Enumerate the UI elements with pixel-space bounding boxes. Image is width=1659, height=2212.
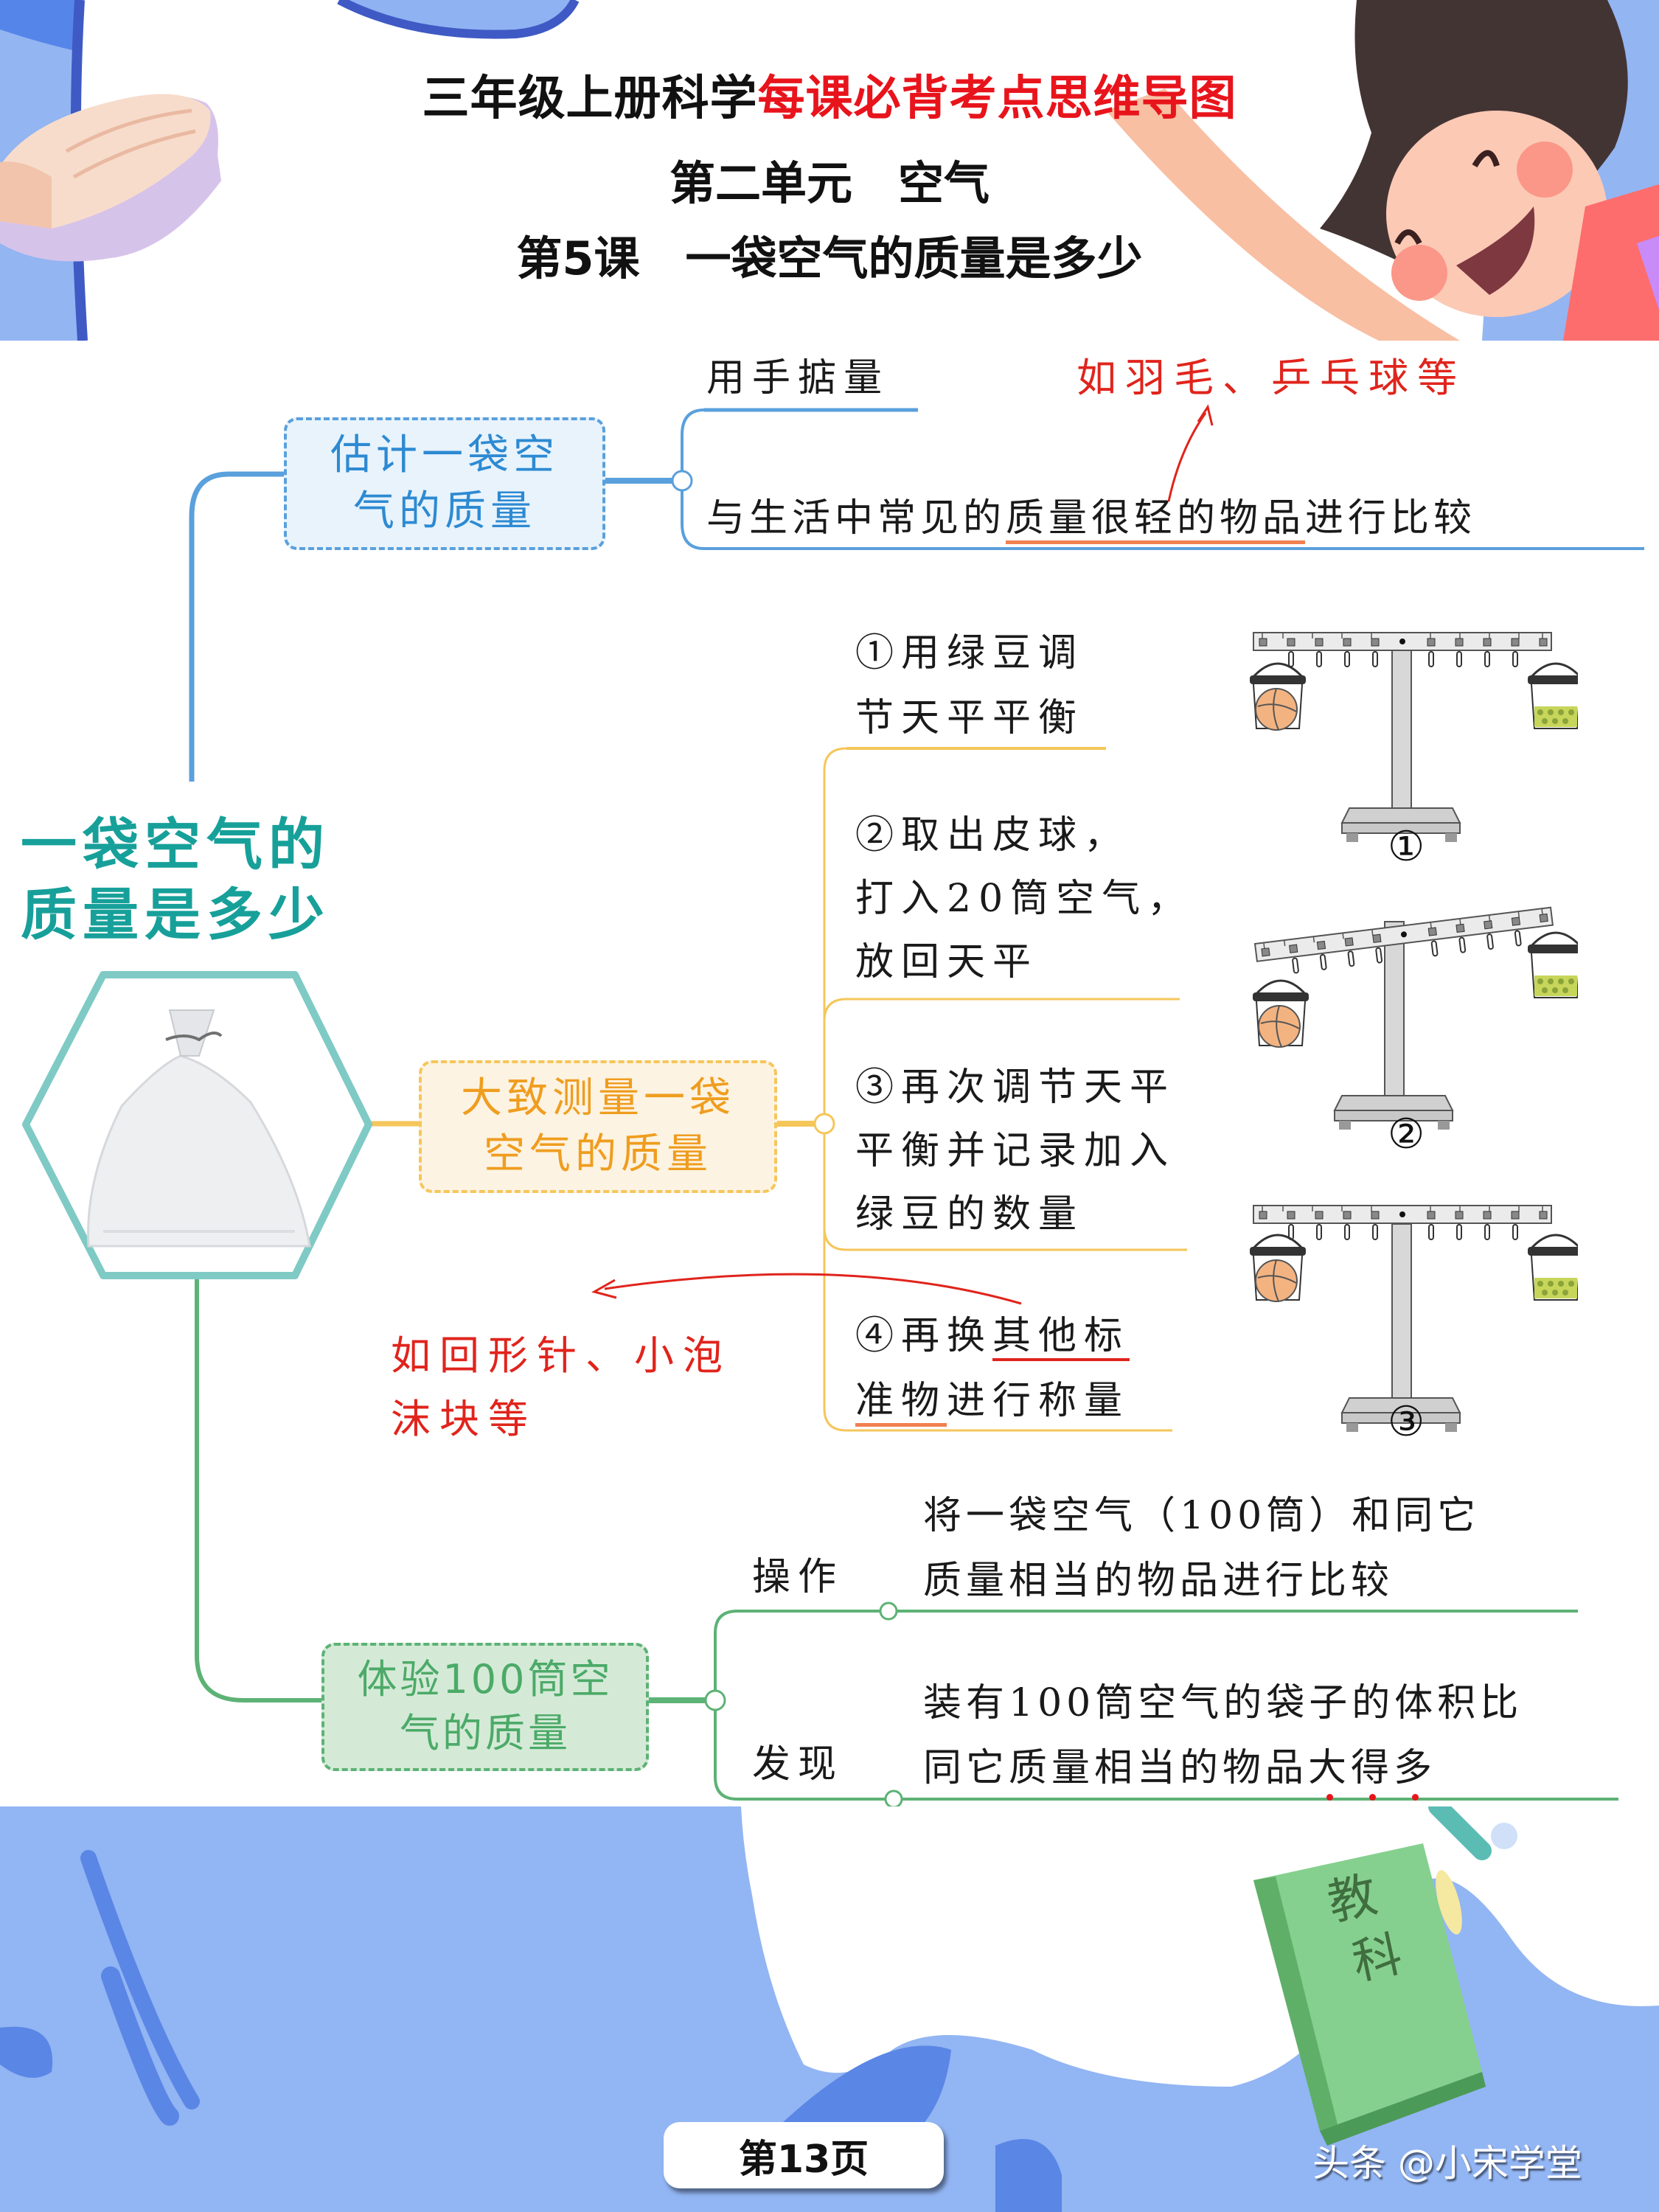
leaf-finding: 装有100筒空气的袋子的体积比 同它质量相当的物品大得多 xyxy=(923,1671,1523,1801)
step-3: ③再次调节天平 平衡并记录加入 绿豆的数量 xyxy=(855,1056,1175,1246)
step-4: ④再换其他标 准物进行称量 xyxy=(855,1304,1130,1433)
step-2-line1: ②取出皮球， xyxy=(855,813,1130,858)
book-label-1: 教 xyxy=(1322,1865,1382,1932)
root-title-line1: 一袋空气的 xyxy=(21,812,330,877)
science-book-icon xyxy=(1253,1843,1486,2146)
step-1: ①用绿豆调 节天平平衡 xyxy=(855,621,1084,751)
balance-figures xyxy=(1248,632,1578,1433)
key-finding: 发现 xyxy=(752,1742,844,1787)
balance-figure-1 xyxy=(1248,632,1578,843)
soap-illustration xyxy=(0,94,221,262)
lesson-title: 第5课 一袋空气的质量是多少 xyxy=(516,232,1143,285)
step-3-line3: 绿豆的数量 xyxy=(855,1192,1085,1237)
leaf-text: 进行比较 xyxy=(1305,496,1477,540)
watermark: 头条 @小宋学堂 xyxy=(1312,2142,1582,2185)
branch-experience[interactable]: 体验100筒空气的质量 xyxy=(321,1643,649,1771)
leaf-text: 与生活中常见的 xyxy=(706,496,1006,540)
page-number: 第13页 xyxy=(664,2122,944,2188)
root-title-line2: 质量是多少 xyxy=(21,882,330,947)
figure-label-2: ② xyxy=(1388,1110,1425,1158)
leaf-operation-line2: 质量相当的物品进行比较 xyxy=(923,1559,1394,1603)
branch-estimate[interactable]: 估计一袋空气的质量 xyxy=(284,417,605,550)
emphasis-char: 得 xyxy=(1351,1746,1394,1790)
title-red: 每课必背考点思维导图 xyxy=(757,72,1237,126)
step-4-text: ④再换 xyxy=(855,1314,993,1358)
emphasis-char: 多 xyxy=(1394,1746,1437,1790)
header-decoration xyxy=(0,0,1659,341)
branch-measure[interactable]: 大致测量一袋空气的质量 xyxy=(419,1060,777,1193)
step-2-line2: 打入20筒空气， xyxy=(855,877,1194,921)
step-3-line1: ③再次调节天平 xyxy=(855,1065,1176,1110)
note-line2: 沫块等 xyxy=(391,1396,537,1442)
leaf-operation-line1: 将一袋空气（100筒）和同它 xyxy=(923,1494,1481,1538)
underlined-text: 准物 xyxy=(855,1379,947,1427)
note-examples-light: 如羽毛、乒乓球等 xyxy=(1077,355,1466,401)
step-2: ②取出皮球， 打入20筒空气， 放回天平 xyxy=(855,804,1193,994)
title-black: 三年级上册科学 xyxy=(422,72,758,126)
step-1-line1: ①用绿豆调 xyxy=(855,631,1085,675)
branch-experience-line1: 体验100筒空 xyxy=(357,1656,613,1703)
key-operation: 操作 xyxy=(752,1555,844,1599)
figure-label-3: ③ xyxy=(1388,1398,1425,1446)
header: 三年级上册科学每课必背考点思维导图 第二单元 空气 第5课 一袋空气的质量是多少 xyxy=(0,0,1659,341)
leaf-compare-light: 与生活中常见的质量很轻的物品进行比较 xyxy=(706,488,1476,549)
branch-experience-line2: 气的质量 xyxy=(399,1710,571,1756)
leaf-operation: 将一袋空气（100筒）和同它 质量相当的物品进行比较 xyxy=(923,1484,1480,1613)
step-2-line3: 放回天平 xyxy=(855,940,1039,984)
branch-estimate-line1: 估计一袋空 xyxy=(330,431,559,480)
page-title: 三年级上册科学每课必背考点思维导图 xyxy=(0,60,1659,128)
plastic-bag-icon xyxy=(87,1009,311,1248)
step-4-text: 进行称量 xyxy=(947,1379,1130,1423)
leaf-finding-text: 同它质量相当的物品 xyxy=(923,1746,1309,1790)
balance-figure-2 xyxy=(1251,906,1578,1130)
underlined-text: 质量很轻的物品 xyxy=(1006,496,1306,544)
root-title: 一袋空气的 质量是多少 xyxy=(21,810,375,950)
note-line1: 如回形针、小泡 xyxy=(391,1332,731,1379)
branch-measure-line2: 空气的质量 xyxy=(484,1130,712,1178)
branch-estimate-line2: 气的质量 xyxy=(353,487,536,535)
leaf-finding-line1: 装有100筒空气的袋子的体积比 xyxy=(923,1681,1523,1725)
unit-title: 第二单元 空气 xyxy=(669,156,990,210)
step-1-line2: 节天平平衡 xyxy=(855,696,1085,740)
girl-illustration xyxy=(1106,0,1659,341)
branch-measure-line1: 大致测量一袋 xyxy=(461,1074,735,1123)
leaf-hand-weigh: 用手掂量 xyxy=(706,356,890,400)
note-examples-standard: 如回形针、小泡 沫块等 xyxy=(391,1324,731,1451)
step-3-line2: 平衡并记录加入 xyxy=(855,1129,1176,1173)
footer-decoration xyxy=(0,1806,1659,2212)
figure-label-1: ① xyxy=(1388,823,1425,871)
underlined-text: 其他标 xyxy=(992,1314,1130,1361)
emphasis-char: 大 xyxy=(1308,1746,1352,1790)
